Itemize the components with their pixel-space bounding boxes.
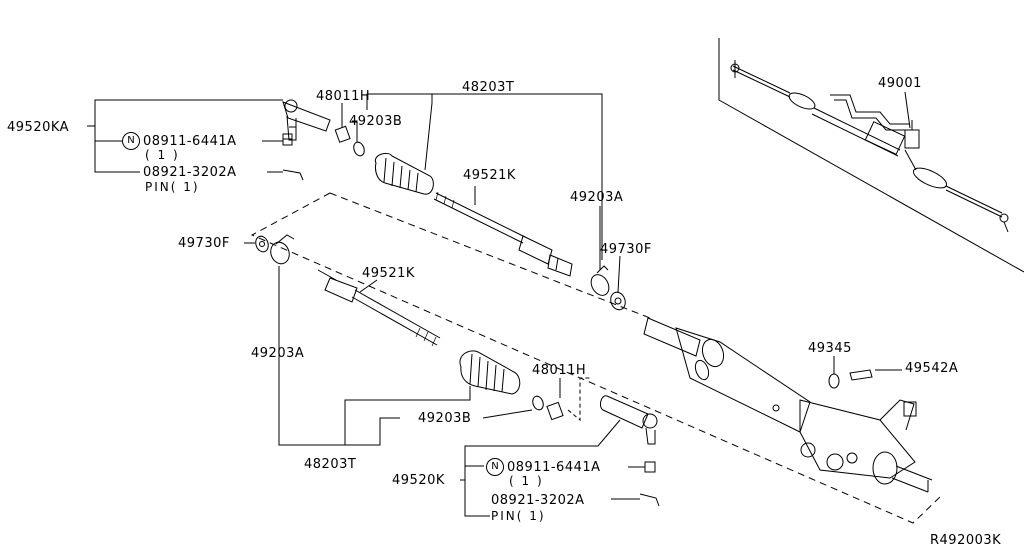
label-lock-nut-upper[interactable]: 48011H	[316, 89, 371, 104]
label-inner-socket-upper[interactable]: 49521K	[463, 168, 516, 183]
lock-nut-upper	[334, 125, 351, 143]
label-pin-qty-upper: PIN( 1)	[145, 180, 200, 194]
n-marker-lower: N	[486, 458, 504, 476]
assembly-inset	[718, 38, 1024, 273]
label-washer-left[interactable]: 49730F	[178, 236, 230, 251]
clamp-b-upper	[353, 141, 365, 157]
label-pin-part-lower[interactable]: 08921-3202A	[491, 493, 585, 508]
label-pin-qty-lower: PIN( 1)	[491, 509, 546, 523]
label-nut-qty-lower: ( 1 )	[509, 474, 544, 488]
rack-housing	[643, 317, 933, 493]
clamp-a-lower	[270, 241, 290, 265]
label-nut-qty-upper: ( 1 )	[145, 148, 180, 162]
pin-lower	[639, 493, 660, 507]
rack-assembly-thumbnail	[730, 60, 1009, 233]
washer-left	[255, 235, 269, 253]
label-tie-rod-end-right[interactable]: 49520K	[392, 473, 445, 488]
nut-lower	[644, 461, 656, 473]
label-clamp-b-upper[interactable]: 49203B	[349, 114, 403, 129]
label-assembly[interactable]: 49001	[878, 76, 922, 91]
dashed-boundary	[250, 192, 941, 524]
label-pin-part-upper[interactable]: 08921-3202A	[143, 165, 237, 180]
inner-socket-lower	[317, 269, 441, 347]
label-fitting[interactable]: 49542A	[905, 361, 959, 376]
boot-lower	[459, 350, 521, 395]
clamp-b-lower	[532, 395, 544, 411]
pin-upper	[282, 169, 304, 181]
clamp-a-upper	[590, 274, 610, 296]
label-clamp-a-upper[interactable]: 49203A	[570, 190, 624, 205]
label-boot-kit-lower[interactable]: 48203T	[304, 457, 357, 472]
leader-lines	[87, 91, 911, 517]
label-clamp-b-lower[interactable]: 49203B	[418, 411, 472, 426]
boot-upper	[374, 152, 434, 195]
diagram-id: R492003K	[930, 533, 1002, 548]
n-marker-upper: N	[122, 132, 140, 150]
washer-right	[610, 291, 626, 311]
seal	[828, 373, 840, 389]
nut-upper	[282, 133, 293, 146]
label-nut-part-upper[interactable]: 08911-6441A	[143, 134, 237, 149]
lock-nut-lower	[546, 401, 564, 421]
label-lock-nut-lower[interactable]: 48011H	[532, 363, 587, 378]
label-washer-right[interactable]: 49730F	[600, 242, 652, 257]
tie-rod-end-lower	[599, 395, 658, 445]
label-nut-part-lower[interactable]: 08911-6441A	[507, 460, 601, 475]
label-inner-socket-lower[interactable]: 49521K	[362, 266, 415, 281]
label-tie-rod-end-left[interactable]: 49520KA	[7, 120, 70, 135]
inner-socket-upper	[433, 191, 573, 277]
label-seal[interactable]: 49345	[808, 341, 852, 356]
label-boot-kit-upper[interactable]: 48203T	[462, 80, 515, 95]
fitting	[849, 369, 873, 381]
label-clamp-a-lower[interactable]: 49203A	[251, 346, 305, 361]
